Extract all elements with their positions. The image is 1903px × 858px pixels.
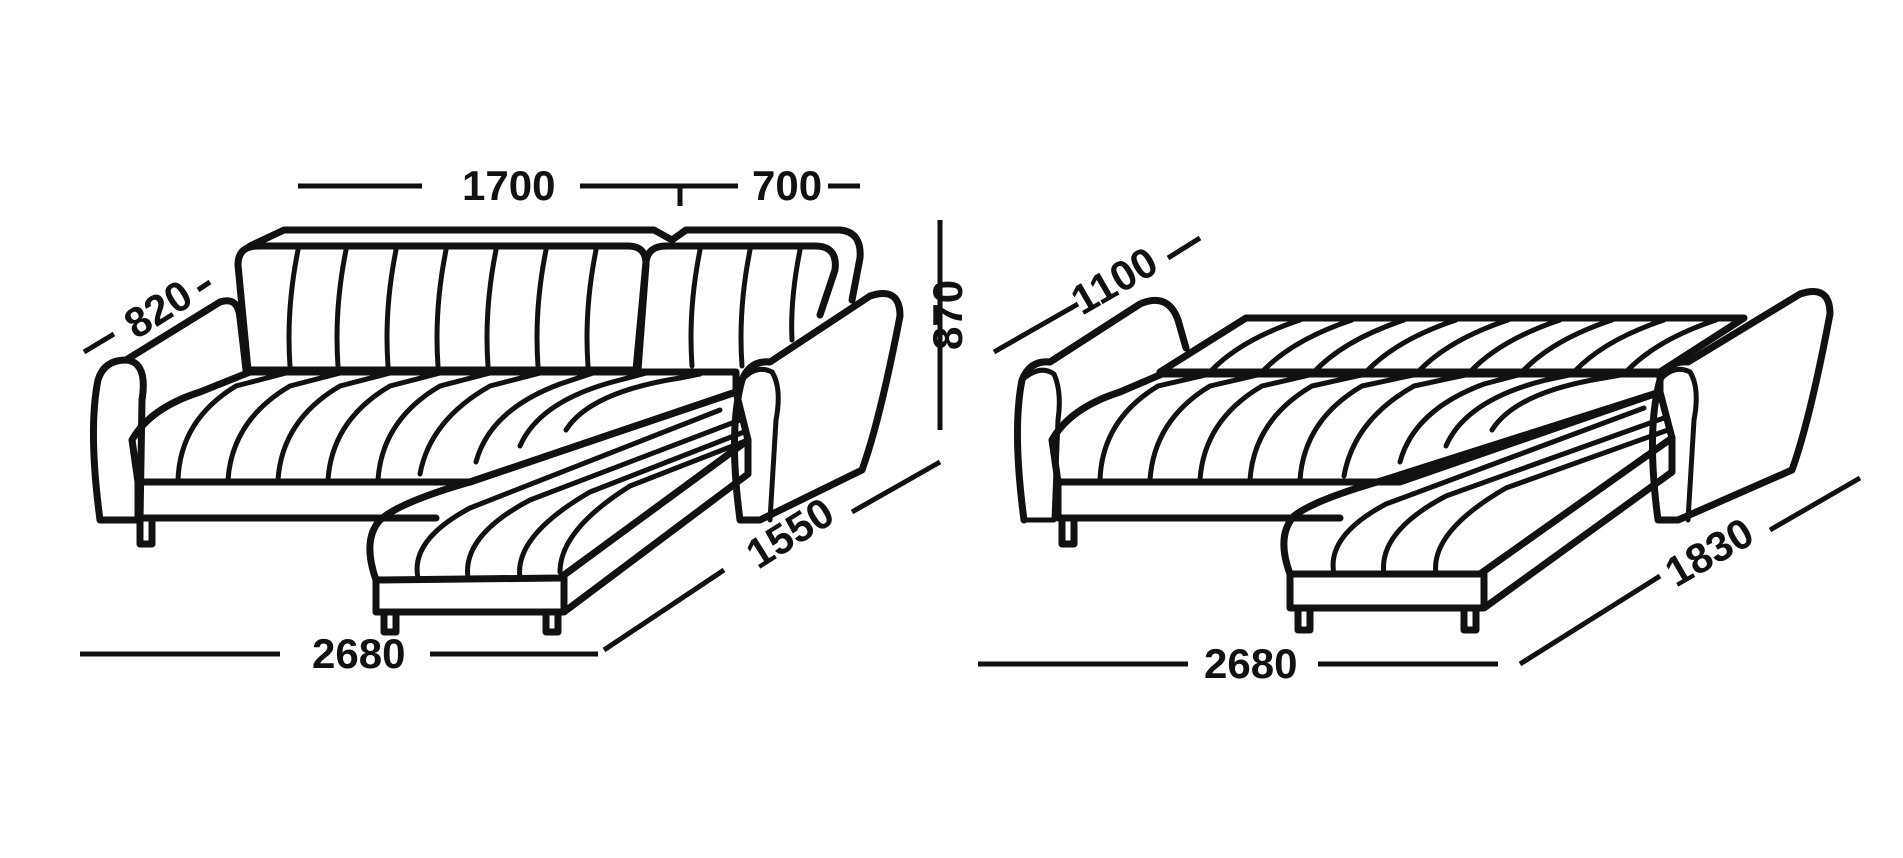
left-arm-back bbox=[122, 297, 250, 374]
back-top-rail bbox=[246, 226, 864, 304]
bed-right-arm-front bbox=[1657, 366, 1699, 523]
bed-chaise-seat-stripes bbox=[1330, 405, 1671, 577]
chaise-base bbox=[372, 436, 752, 616]
bed-main-seat bbox=[1048, 370, 1664, 486]
bed-dim-label-total-width: 2680 bbox=[1204, 640, 1297, 687]
chaise-seat-stripes bbox=[414, 407, 751, 581]
back-cushion-chaise bbox=[632, 242, 839, 374]
right-arm bbox=[731, 290, 904, 524]
dim-label-height: 870 bbox=[924, 280, 971, 350]
folded-sofa-drawing: 1700 700 820 870 1550 2680 bbox=[80, 162, 971, 677]
back-cushion-stripes bbox=[286, 247, 803, 369]
bed-main-seat-base bbox=[1054, 478, 1344, 522]
left-arm bbox=[89, 356, 147, 524]
bed-back-stripes bbox=[1207, 317, 1719, 375]
unfolded-sofa-drawing: 1100 1830 2680 bbox=[978, 235, 1862, 687]
bed-left-arm-front bbox=[1019, 367, 1062, 523]
dim-label-main-width: 1700 bbox=[462, 162, 555, 209]
bed-chaise-base bbox=[1286, 434, 1676, 612]
dim-label-chaise-back-width: 700 bbox=[752, 162, 822, 209]
chaise-seat bbox=[366, 388, 752, 584]
bed-main-leg bbox=[1058, 516, 1078, 548]
bed-left-arm bbox=[1013, 297, 1190, 524]
bed-chaise-seat bbox=[1280, 388, 1676, 578]
bed-dim-label-depth: 1100 bbox=[1063, 238, 1165, 324]
bed-main-seat-stripes bbox=[1097, 371, 1629, 483]
right-arm-front bbox=[739, 366, 781, 523]
bed-chaise-leg-left bbox=[1294, 604, 1314, 634]
dimension-lines-unfolded bbox=[978, 235, 1862, 667]
dim-label-depth: 820 bbox=[116, 271, 200, 348]
bed-right-arm bbox=[1649, 288, 1834, 524]
chaise-leg-right bbox=[542, 608, 562, 636]
dim-label-total-width: 2680 bbox=[312, 630, 405, 677]
dimension-lines-folded bbox=[80, 183, 943, 657]
main-seat-stripes bbox=[175, 369, 703, 483]
main-leg-left bbox=[136, 516, 156, 548]
chaise-leg-left bbox=[380, 608, 400, 636]
bed-chaise-leg-right bbox=[1460, 604, 1480, 634]
main-seat bbox=[128, 368, 740, 486]
